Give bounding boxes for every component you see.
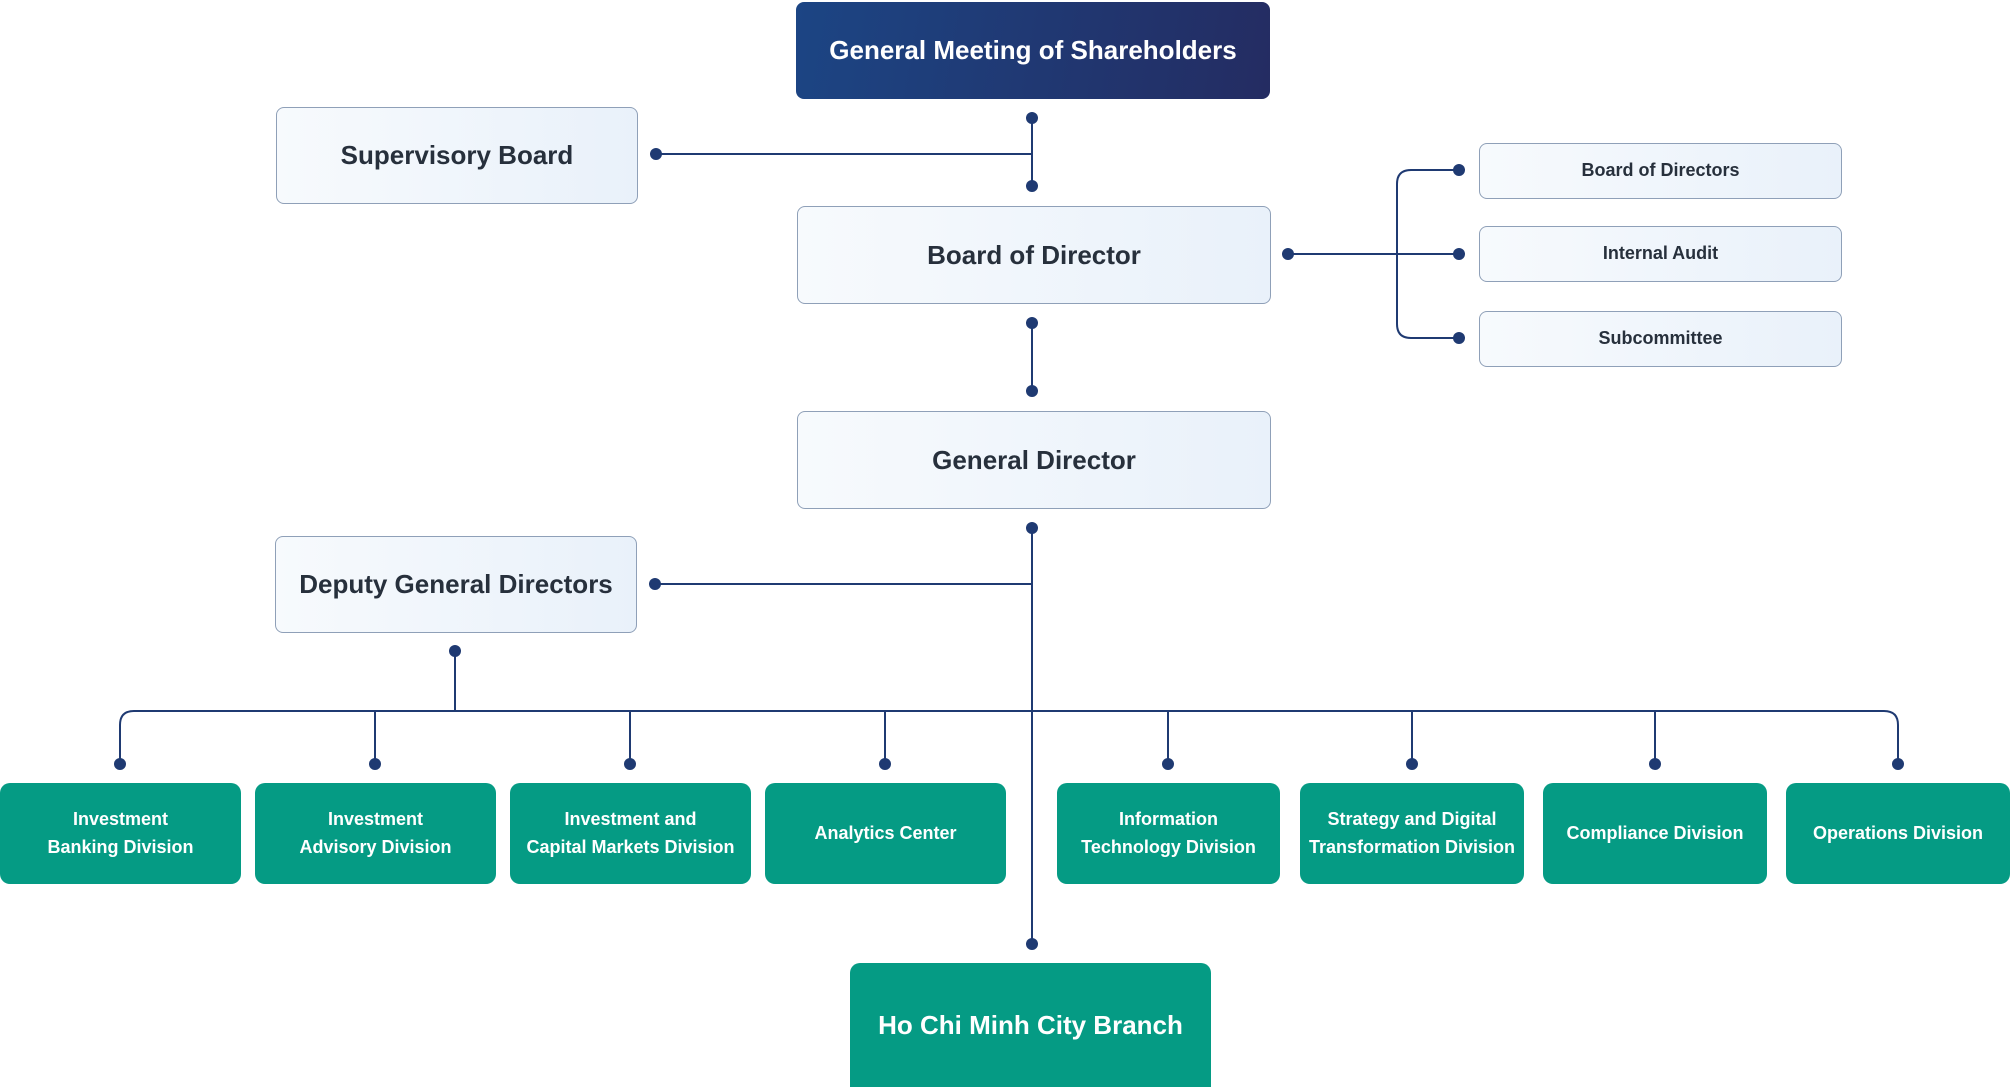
division-information-technology[interactable]: Information Technology Division [1057, 783, 1280, 884]
connector-dot [1026, 317, 1038, 329]
division-compliance-label: Compliance Division [1566, 822, 1744, 843]
division-information-technology-label: Information Technology Division [1081, 808, 1256, 857]
connector-dot [1282, 248, 1294, 260]
connector-dot [1026, 180, 1038, 192]
connector-dot [114, 758, 126, 770]
division-investment-capital-markets-label: Investment and Capital Markets Division [526, 808, 735, 857]
connector-dot [1453, 164, 1465, 176]
division-investment-advisory-label: Investment Advisory Division [299, 808, 452, 857]
connector-dot [1162, 758, 1174, 770]
shareholders-box[interactable]: General Meeting of Shareholders [796, 2, 1270, 99]
connector-dot [1649, 758, 1661, 770]
board-of-director-label: Board of Director [927, 239, 1141, 270]
division-investment-advisory[interactable]: Investment Advisory Division [255, 783, 496, 884]
supervisory-board-box[interactable]: Supervisory Board [276, 107, 638, 204]
shareholders-label: General Meeting of Shareholders [829, 35, 1237, 66]
hcmc-branch-label: Ho Chi Minh City Branch [878, 1009, 1183, 1040]
connector-dot [1406, 758, 1418, 770]
division-investment-banking[interactable]: Investment Banking Division [0, 783, 241, 884]
connector-dot [1892, 758, 1904, 770]
connector-dot [449, 645, 461, 657]
deputy-general-directors-label: Deputy General Directors [299, 569, 613, 600]
connector-dot [649, 578, 661, 590]
board-of-director-box[interactable]: Board of Director [797, 206, 1271, 304]
division-analytics-center[interactable]: Analytics Center [765, 783, 1006, 884]
division-strategy-digital-transformation[interactable]: Strategy and Digital Transformation Divi… [1300, 783, 1524, 884]
committee-bracket-line [1396, 169, 1459, 339]
division-bus-line [119, 710, 1899, 764]
connector-dot [1026, 522, 1038, 534]
division-investment-capital-markets[interactable]: Investment and Capital Markets Division [510, 783, 751, 884]
committee-subcommittee-box[interactable]: Subcommittee [1479, 311, 1842, 367]
hcmc-branch-box[interactable]: Ho Chi Minh City Branch [850, 963, 1211, 1087]
connector-dot [650, 148, 662, 160]
division-compliance[interactable]: Compliance Division [1543, 783, 1767, 884]
division-operations[interactable]: Operations Division [1786, 783, 2010, 884]
division-investment-banking-label: Investment Banking Division [47, 808, 194, 857]
committee-internal-audit-box[interactable]: Internal Audit [1479, 226, 1842, 282]
committee-board-of-directors-label: Board of Directors [1581, 160, 1740, 181]
division-analytics-center-label: Analytics Center [814, 822, 957, 843]
connector-dot [624, 758, 636, 770]
committee-internal-audit-label: Internal Audit [1602, 243, 1719, 264]
connector-dot [369, 758, 381, 770]
supervisory-board-label: Supervisory Board [340, 140, 574, 171]
general-director-box[interactable]: General Director [797, 411, 1271, 509]
connector-dot [1026, 938, 1038, 950]
connector-dot [1453, 248, 1465, 260]
connector-dot [1453, 332, 1465, 344]
division-strategy-digital-transformation-label: Strategy and Digital Transformation Divi… [1308, 808, 1516, 857]
committee-subcommittee-label: Subcommittee [1598, 328, 1723, 349]
division-operations-label: Operations Division [1812, 822, 1984, 843]
deputy-general-directors-box[interactable]: Deputy General Directors [275, 536, 637, 633]
general-director-label: General Director [932, 444, 1136, 475]
committee-board-of-directors-box[interactable]: Board of Directors [1479, 143, 1842, 199]
connector-dot [1026, 112, 1038, 124]
connector-dot [879, 758, 891, 770]
connector-dot [1026, 385, 1038, 397]
